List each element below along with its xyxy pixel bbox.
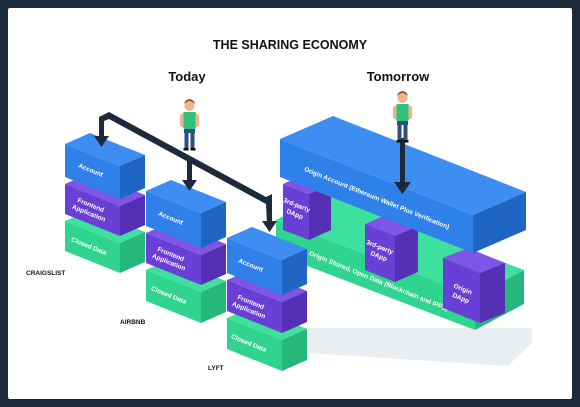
airbnb-account-cube: Account — [146, 180, 226, 248]
today-heading: Today — [168, 69, 206, 84]
diagram-title: THE SHARING ECONOMY — [213, 38, 368, 52]
diagram-frame: THE SHARING ECONOMY Today Tomorrow Origi… — [8, 8, 572, 399]
today-person-shirt — [183, 112, 196, 129]
tomorrow-user — [393, 91, 412, 194]
craigslist-stack: Closed Data Frontend Application Account… — [26, 133, 148, 277]
tomorrow-stack: Origin Shared, Open Data (Blockchain and… — [276, 91, 532, 366]
tomorrow-arrow — [394, 182, 411, 194]
tomorrow-heading: Tomorrow — [367, 69, 430, 84]
lyft-account-cube: Account — [227, 227, 307, 295]
dapp-block-3: Origin DApp — [443, 248, 505, 323]
tomorrow-person-shirt — [396, 104, 409, 121]
today-user — [180, 99, 199, 151]
lyft-stack: Closed Data Frontend Application Account… — [208, 227, 310, 372]
tomorrow-person-head — [397, 93, 408, 103]
today-person-head — [184, 101, 195, 111]
today-arrow-head-2 — [182, 180, 197, 191]
today-arrow-head-1 — [94, 136, 109, 147]
today-arrows — [94, 112, 277, 232]
craigslist-label: CRAIGSLIST — [26, 270, 65, 277]
airbnb-label: AIRBNB — [120, 319, 146, 326]
lyft-label: LYFT — [208, 365, 224, 372]
airbnb-stack: Closed Data Frontend Application Account… — [120, 180, 230, 326]
sharing-economy-diagram: THE SHARING ECONOMY Today Tomorrow Origi… — [26, 38, 532, 372]
dapp-block-2: 3rd-party DApp — [365, 214, 418, 282]
craigslist-account-cube: Account — [65, 133, 145, 199]
today-arrow-head-3 — [262, 221, 277, 232]
